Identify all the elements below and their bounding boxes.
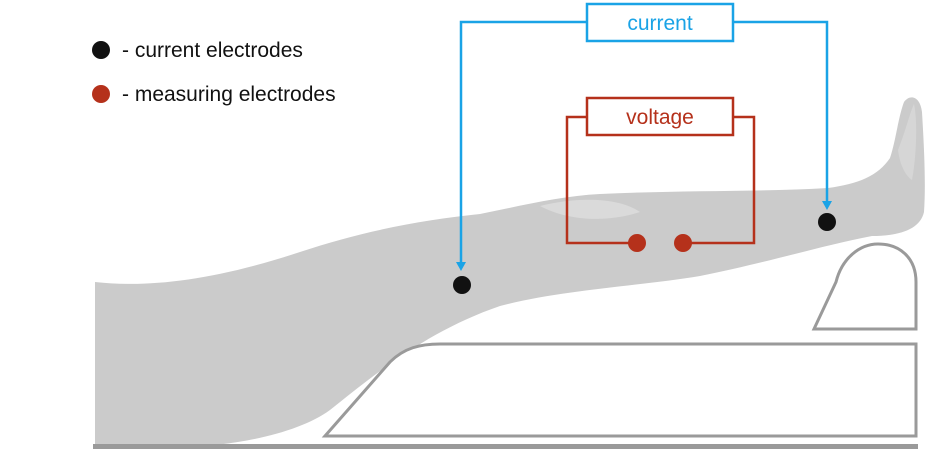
current-wire-right: [733, 20, 829, 201]
leg-highlight: [540, 199, 640, 219]
legend: - current electrodes - measuring electro…: [92, 39, 336, 106]
black-dot-icon: [92, 41, 110, 59]
measuring-electrode-2: [674, 234, 692, 252]
voltage-label: voltage: [626, 106, 694, 129]
current-box: [585, 2, 735, 43]
voltage-box: [585, 96, 735, 137]
red-dot-icon: [92, 85, 110, 103]
leg-silhouette: [95, 97, 925, 447]
current-arrowhead-left: [456, 262, 466, 271]
legend-measuring-electrodes: - measuring electrodes: [122, 83, 336, 106]
table-line: [93, 444, 918, 449]
current-label: current: [627, 12, 693, 35]
current-arrowhead-right: [822, 201, 832, 210]
current-wire-left: [459, 20, 587, 262]
knee-support: [321, 342, 918, 438]
current-circuit: current: [456, 2, 832, 271]
legend-current-electrodes: - current electrodes: [122, 39, 303, 62]
foot-highlight: [898, 104, 917, 180]
current-electrode-thigh: [453, 276, 471, 294]
measuring-electrode-1: [628, 234, 646, 252]
voltage-wire-path: [565, 115, 756, 245]
voltage-circuit: voltage: [565, 96, 756, 245]
current-electrode-ankle: [818, 213, 836, 231]
ankle-support: [811, 242, 918, 331]
